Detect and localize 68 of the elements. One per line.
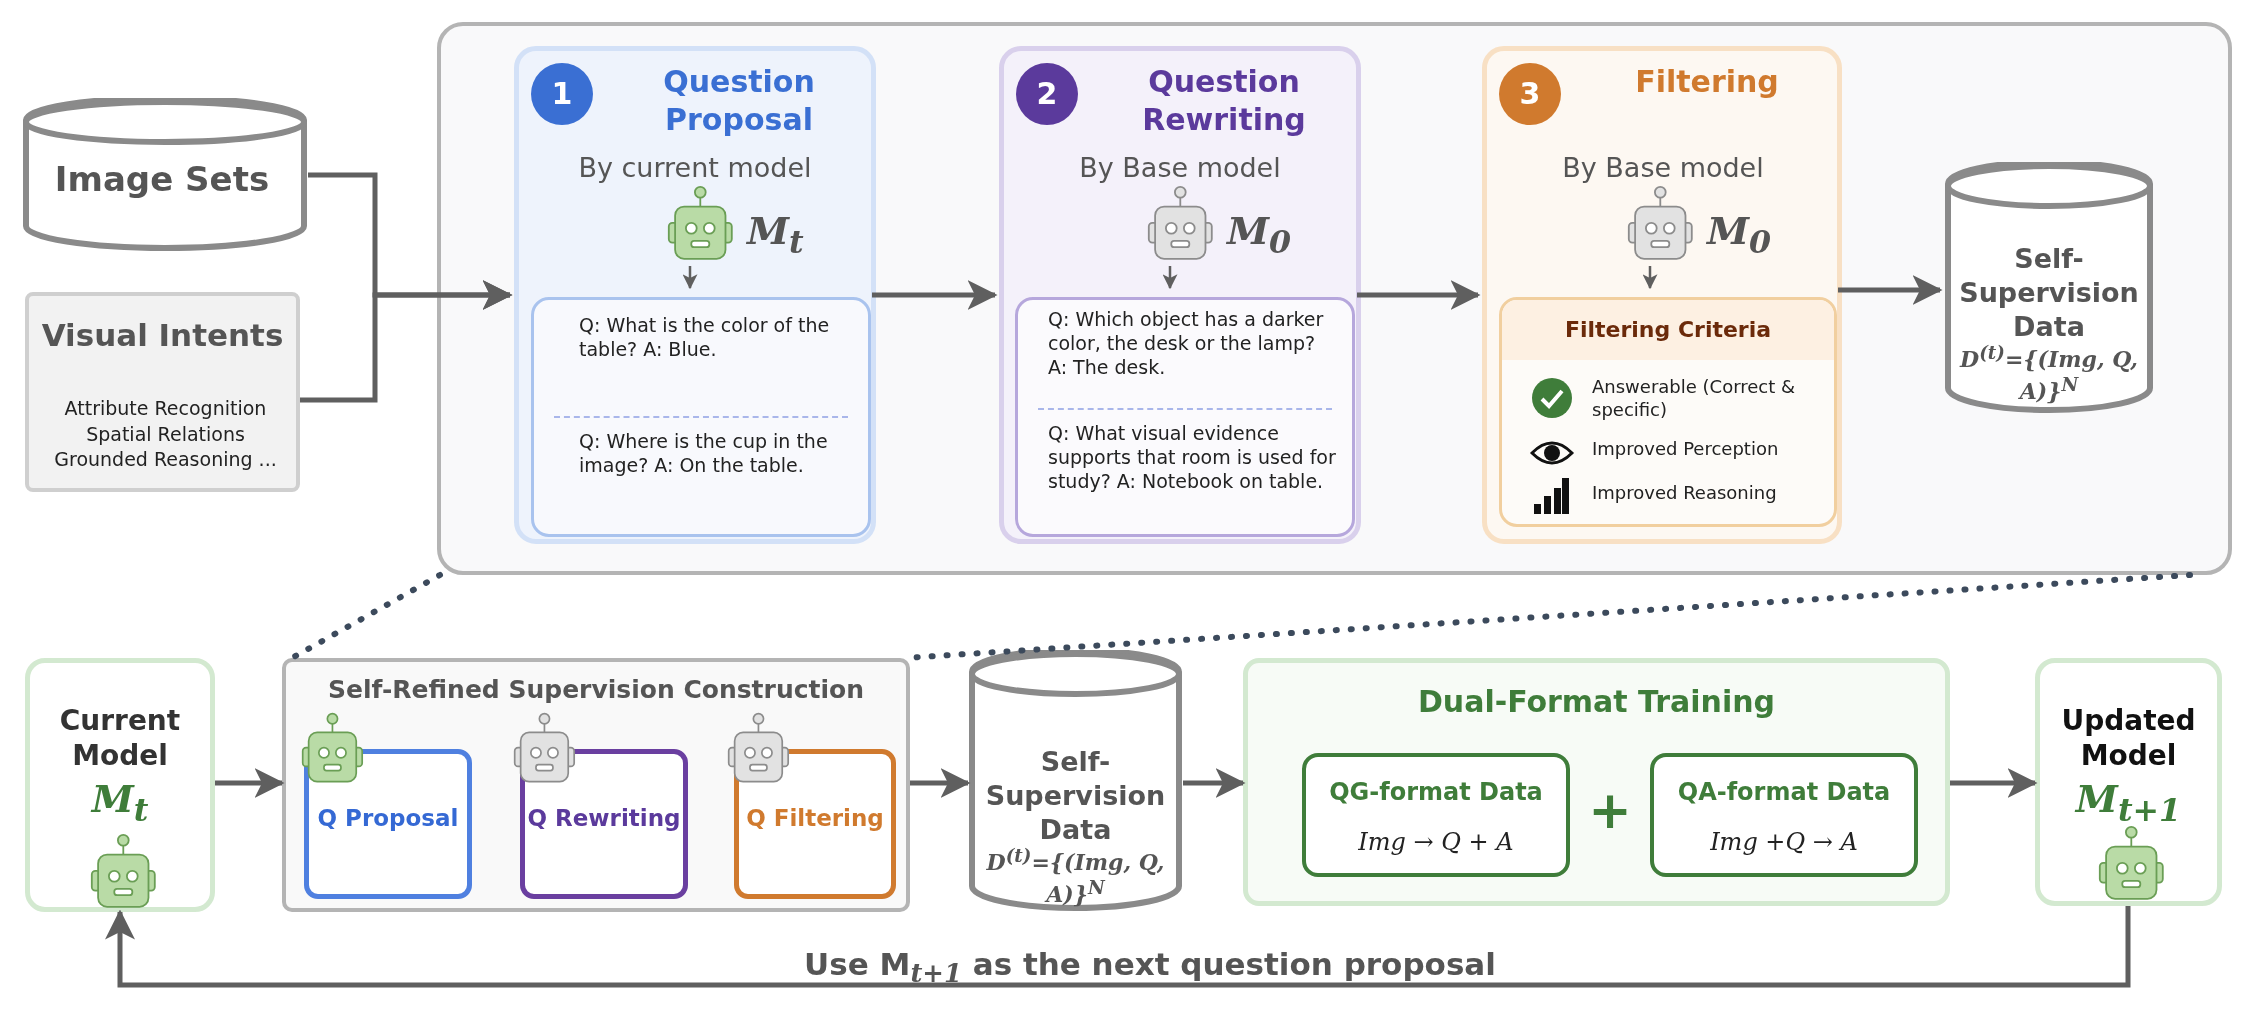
stage-title: Filtering [1634, 63, 1780, 101]
formula-text: Img +Q → A [1709, 827, 1859, 857]
card-title: QA-format Data [1676, 777, 1892, 807]
qa-example-card [1015, 297, 1355, 537]
criterion-text: Answerable (Correct & specific) [1592, 376, 1797, 421]
qa-text: Q: What is the color of the table? A: Blue. [579, 314, 831, 362]
arrow [1950, 768, 2038, 798]
criterion-text: Improved Perception [1592, 438, 1780, 461]
arrow [872, 280, 998, 310]
stage-title: Question Proposal [662, 63, 816, 138]
arrow [1162, 266, 1178, 290]
qa-text: Q: What visual evidence supports that room is used for study? A: Notebook on table. [1048, 422, 1337, 494]
formula-text: D$^{(t)}$={(Img, Q, A)}$^{N}$ [1958, 342, 2139, 406]
card-title: Updated Model [2060, 703, 2197, 773]
arrow [1183, 768, 1246, 798]
arrow [300, 280, 513, 403]
card-title: Visual Intents [40, 316, 285, 355]
qa-text: Q: Where is the cup in the image? A: On the table. [579, 430, 829, 478]
card-title: QG-format Data [1328, 777, 1544, 807]
qa-example-card [531, 297, 871, 537]
stage-card [999, 46, 1361, 544]
card-title: Current Model [58, 703, 182, 773]
step-label: Q Proposal [316, 804, 460, 833]
node-label: Self-Supervision Data [1958, 242, 2140, 344]
stage-card [514, 46, 876, 544]
construction-panel [282, 658, 910, 912]
arrow [105, 906, 2131, 988]
model-symbol: M$_{t+1}$ [2073, 775, 2183, 830]
arrow [682, 266, 698, 290]
number-badge: 2 [1016, 63, 1078, 125]
criteria-card [1499, 297, 1837, 527]
step-label: Q Filtering [745, 804, 885, 833]
arrow [1642, 266, 1658, 290]
panel-title: Dual-Format Training [1416, 683, 1777, 721]
arrow [1838, 275, 1943, 305]
panel-title: Self-Refined Supervision Construction [327, 674, 865, 706]
stage-title: Question Rewriting [1141, 63, 1307, 138]
formula-text: Img → Q + A [1357, 827, 1515, 857]
model-card [2035, 658, 2222, 906]
qa-text: Q: Which object has a darker color, the desk or the lamp? A: The desk. [1048, 308, 1325, 380]
model-symbol: M$_{t}$ [89, 775, 150, 830]
arrow [910, 768, 971, 798]
intent-list: Attribute Recognition Spatial Relations Grounded Reasoning ... [43, 396, 288, 473]
stage-subtitle: By Base model [1078, 151, 1282, 185]
stage-card [1482, 46, 1842, 544]
model-symbol: M$_{0}$ [1227, 207, 1293, 262]
data-format-box [1650, 753, 1918, 877]
step-label: Q Rewriting [526, 804, 682, 833]
dotted-line [289, 572, 443, 661]
plus-sign: + [1587, 779, 1633, 842]
model-symbol: M$_{0}$ [1707, 207, 1773, 262]
stage-subtitle: By Base model [1561, 151, 1765, 185]
training-panel [1243, 658, 1950, 906]
arrow [1357, 280, 1481, 310]
input-card [25, 292, 300, 492]
data-format-box [1302, 753, 1570, 877]
model-card [25, 658, 215, 912]
stage-subtitle: By current model [577, 151, 813, 185]
arrow [215, 768, 285, 798]
number-badge: 1 [531, 63, 593, 125]
model-symbol: M$_{t}$ [747, 207, 805, 262]
criteria-heading: Filtering Criteria [1502, 300, 1834, 360]
formula-text: D$^{(t)}$={(Img, Q, A)}$^{N}$ [985, 845, 1166, 909]
number-badge: 3 [1499, 63, 1561, 125]
node-label: Self-Supervision Data [984, 745, 1167, 847]
criterion-text: Improved Reasoning [1592, 482, 1778, 505]
node-label: Image Sets [53, 158, 271, 201]
pipeline-panel [437, 22, 2232, 575]
